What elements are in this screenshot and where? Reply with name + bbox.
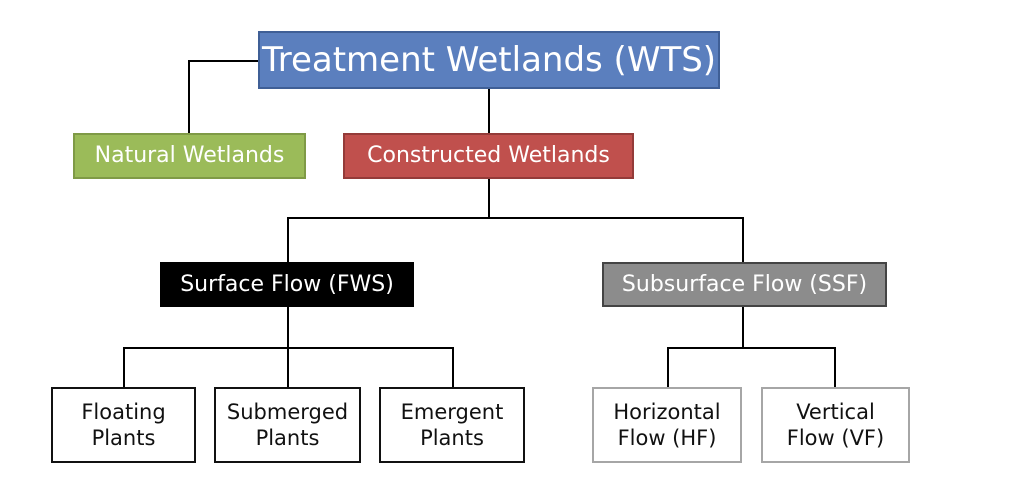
node-vertical-flow-line1: Vertical: [796, 399, 875, 424]
node-treatment-wetlands-label: Treatment Wetlands (WTS): [261, 39, 717, 80]
node-natural-wetlands-label: Natural Wetlands: [94, 143, 285, 169]
node-horizontal-flow: Horizontal Flow (HF): [592, 387, 742, 463]
node-emergent-plants-line2: Plants: [420, 426, 484, 450]
node-subsurface-flow: Subsurface Flow (SSF): [602, 262, 887, 307]
node-floating-plants-line1: Floating: [81, 399, 166, 424]
node-submerged-plants-line1: Submerged: [226, 399, 349, 424]
node-floating-plants: Floating Plants: [51, 387, 196, 463]
connector-flows-bar: [287, 217, 744, 262]
node-submerged-plants-line2: Plants: [255, 426, 320, 450]
node-surface-flow: Surface Flow (FWS): [160, 262, 414, 307]
node-constructed-wetlands-label: Constructed Wetlands: [367, 143, 610, 169]
node-submerged-plants: Submerged Plants: [214, 387, 361, 463]
node-horizontal-flow-line2: Flow (HF): [617, 426, 717, 450]
connector-subsurface-bar: [667, 347, 836, 387]
node-horizontal-flow-line1: Horizontal: [613, 399, 721, 424]
connector-root-natural: [188, 60, 258, 133]
node-treatment-wetlands: Treatment Wetlands (WTS): [258, 31, 720, 89]
node-emergent-plants: Emergent Plants: [379, 387, 525, 463]
node-vertical-flow: Vertical Flow (VF): [761, 387, 910, 463]
node-floating-plants-line2: Plants: [91, 426, 156, 450]
node-surface-flow-label: Surface Flow (FWS): [180, 271, 394, 297]
node-constructed-wetlands: Constructed Wetlands: [343, 133, 634, 179]
node-vertical-flow-line2: Flow (VF): [786, 426, 885, 450]
node-natural-wetlands: Natural Wetlands: [73, 133, 306, 179]
node-subsurface-flow-label: Subsurface Flow (SSF): [621, 271, 868, 297]
node-emergent-plants-line1: Emergent: [400, 399, 504, 424]
